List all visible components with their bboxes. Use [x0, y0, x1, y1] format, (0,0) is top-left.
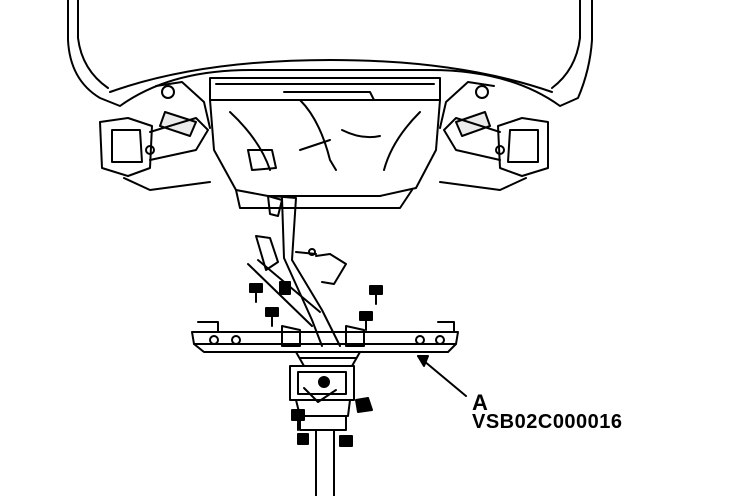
bolt-mid-left [265, 307, 279, 327]
bolts [249, 281, 383, 331]
left-suspension [99, 81, 211, 191]
bolt-upper-center [279, 281, 291, 295]
right-suspension [439, 81, 549, 191]
crossbeam-bracket [191, 321, 459, 353]
vehicle-body [67, 0, 593, 107]
subframe [209, 77, 441, 209]
bolt-mid-right [359, 311, 373, 331]
callout-letter: A [472, 390, 488, 415]
figure-code: VSB02C000016 [472, 411, 623, 433]
jack-fasteners [291, 409, 353, 447]
jack-adapter [289, 351, 373, 496]
clip-component [295, 248, 347, 285]
bolt-upper-right [369, 285, 383, 305]
support-arm [247, 195, 341, 347]
callout-leader-arrow [417, 355, 467, 397]
bolt-upper-left [249, 283, 263, 303]
